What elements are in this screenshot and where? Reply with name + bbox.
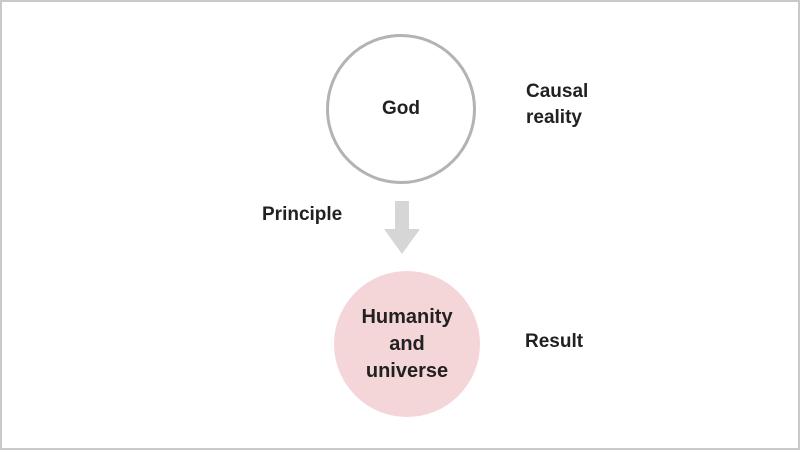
down-arrow-icon <box>384 201 420 254</box>
annotation-causal-reality: Causal reality <box>526 81 589 128</box>
down-arrow-shape <box>384 201 420 254</box>
node-god-label: God <box>382 98 420 119</box>
edge-label-principle: Principle <box>262 204 343 225</box>
node-humanity-universe-label: Humanity and universe <box>361 305 453 382</box>
diagram-node-humanity-universe: Humanity and universe <box>334 271 480 417</box>
annotation-result: Result <box>525 331 584 352</box>
diagram-node-god: God <box>326 34 476 184</box>
